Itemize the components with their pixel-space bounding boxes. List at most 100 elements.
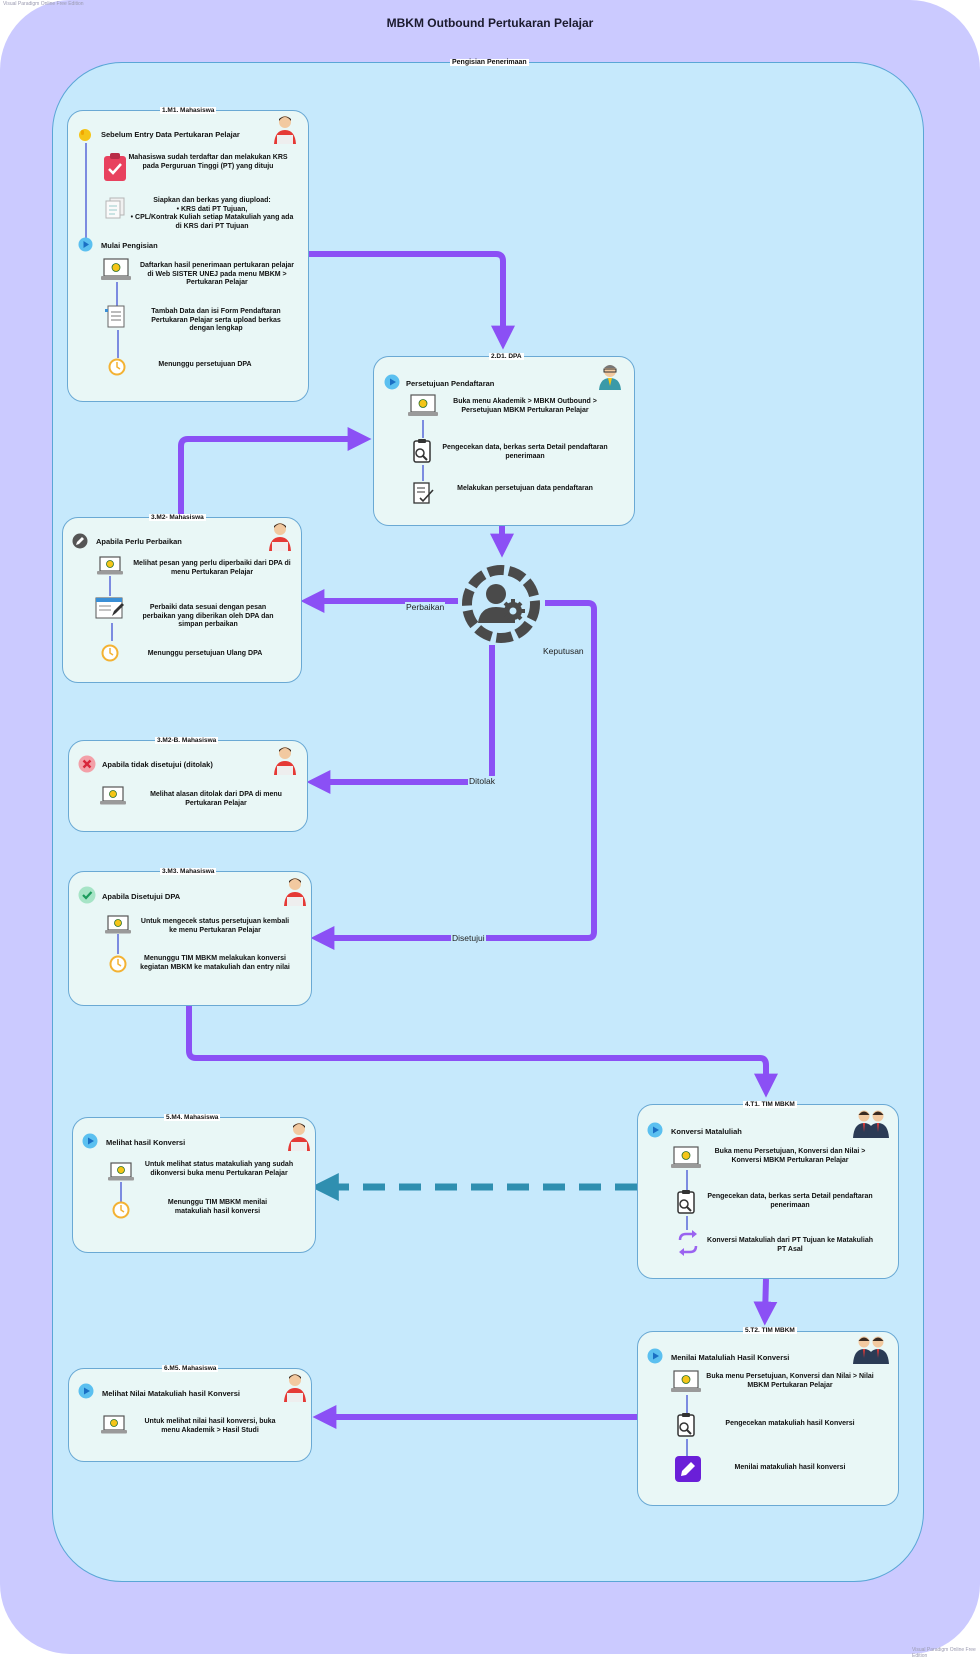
box-m2-text-waiting-reapproval: Menunggu persetujuan Ulang DPA	[147, 650, 263, 657]
laptop-web-icon	[97, 556, 123, 575]
student-avatar-icon	[269, 523, 291, 551]
box-m3-header: Apabila Disetujui DPA	[102, 892, 181, 901]
box-m2-text-see-message: Melihat pesan yang perlu diperbaiki dari…	[133, 560, 291, 576]
student-avatar-icon	[288, 1123, 310, 1151]
laptop-web-icon	[101, 258, 131, 280]
edge-label-ditolak: Ditolak	[468, 776, 496, 786]
box-t2-text-open-menu: Buka menu Persetujuan, Konversi dan Nila…	[706, 1373, 874, 1389]
box-m4-connector-line-1	[120, 1182, 122, 1202]
box-m1-text-prepare-line3: • CPL/Kontrak Kuliah setiap Matakuliah y…	[130, 214, 294, 230]
student-avatar-icon	[284, 1374, 306, 1402]
play-icon	[82, 1133, 98, 1149]
box-m2-label: 3.M2- Mahasiswa	[149, 514, 206, 521]
box-m1-text-prepare-line1: Siapkan dan berkas yang diupload:	[153, 197, 271, 204]
box-t1-connector-line-2	[686, 1216, 688, 1230]
box-m1-connector-line-3	[117, 330, 119, 358]
edge-label-keputusan: Keputusan	[542, 646, 585, 656]
box-m1-connector-line-2	[116, 282, 118, 306]
box-m4-label: 5.M4. Mahasiswa	[164, 1114, 221, 1121]
box-m2b-label: 3.M2-B. Mahasiswa	[155, 737, 219, 744]
arrow-box1-to-box2	[308, 251, 515, 350]
box-m3-disetujui	[68, 871, 312, 1006]
box-t2-text-check-courses: Pengecekan matakuliah hasil Konversi	[725, 1420, 855, 1427]
box-m1-text-waiting-dpa: Menunggu persetujuan DPA	[158, 361, 252, 368]
team-avatar-icon	[853, 1336, 889, 1364]
lecturer-avatar-icon	[599, 365, 621, 390]
box-t1-connector-line-1	[686, 1170, 688, 1190]
box-t2-label: 5.T2. TIM MBKM	[743, 1327, 797, 1334]
box-t2-header: Menilai Mataluliah Hasil Konversi	[671, 1353, 790, 1362]
box-m1-header-before-entry: Sebelum Entry Data Pertukaran Pelajar	[101, 130, 240, 139]
clock-icon	[109, 955, 127, 973]
check-icon	[78, 886, 96, 904]
edge-label-perbaikan: Perbaikan	[405, 602, 446, 612]
box-m4-text-waiting-grade: Menunggu TIM MBKM menilai matakuliah has…	[167, 1199, 268, 1215]
watermark-top: Visual Paradigm Online Free Edition	[3, 1, 84, 7]
clipboard-search-icon	[677, 1190, 695, 1214]
student-avatar-icon	[274, 747, 296, 775]
box-m4-header: Melihat hasil Konversi	[106, 1138, 186, 1147]
arrow-ditolak	[306, 645, 495, 794]
box-m1-label: 1.M1. Mahasiswa	[160, 107, 217, 114]
clock-icon	[101, 644, 119, 662]
decision-user-gear-icon	[462, 565, 540, 643]
box-m2-text-fix-data: Perbaiki data sesuai dengan pesan perbai…	[142, 604, 274, 628]
box-m4-text-see-status: Untuk melihat status matakuliah yang sud…	[144, 1161, 294, 1177]
box-m1-text-prepare-line2: • KRS dati PT Tujuan,	[176, 205, 248, 213]
close-x-icon	[78, 755, 96, 773]
clipboard-search-icon	[413, 439, 431, 463]
box-m3-text-check-status: Untuk mengecek status persetujuan kembal…	[140, 918, 290, 934]
clock-icon	[112, 1201, 130, 1219]
box-t1-header: Konversi Mataluliah	[671, 1127, 742, 1136]
documents-icon	[105, 197, 125, 219]
student-avatar-icon	[274, 116, 296, 144]
convert-arrows-icon	[678, 1230, 698, 1256]
box-d1-connector-line-1	[422, 420, 424, 438]
swimlane-label: Pengisian Penerimaan	[450, 59, 529, 66]
box-m2-connector-line-1	[109, 576, 111, 596]
box-d1-label: 2.D1. DPA	[489, 353, 524, 360]
laptop-web-icon	[671, 1370, 701, 1392]
box-d1-text-approve: Melakukan persetujuan data pendaftaran	[457, 485, 593, 492]
box-t1-text-check-data: Pengecekan data, berkas serta Detail pen…	[707, 1193, 873, 1209]
box-d1-connector-line-2	[422, 465, 424, 481]
box-m2b-header: Apabila tidak disetujui (ditolak)	[102, 760, 213, 769]
box-m2-connector-line-2	[111, 623, 113, 641]
box-m1-text-prepare: Siapkan dan berkas yang diupload: • KRS …	[128, 197, 296, 231]
box-m1-header-start: Mulai Pengisian	[101, 241, 158, 250]
box-m5-text-see-grade: Untuk melihat nilai hasil konversi, buka…	[144, 1418, 276, 1434]
form-document-icon	[105, 305, 125, 328]
clock-icon	[108, 358, 126, 376]
box-m5-header: Melihat Nilai Matakuliah hasil Konversi	[102, 1389, 240, 1398]
arrow-box3-to-box2	[178, 427, 372, 516]
student-avatar-icon	[284, 878, 306, 906]
box-t1-text-convert: Konversi Matakuliah dari PT Tujuan ke Ma…	[707, 1237, 873, 1253]
play-icon	[647, 1122, 663, 1138]
clipboard-check-icon	[104, 153, 126, 181]
play-icon	[647, 1348, 663, 1364]
box-m5-label: 6.M5. Mahasiswa	[162, 1365, 219, 1372]
box-t2-connector-line-1	[686, 1395, 688, 1413]
box-m3-connector-line-1	[117, 934, 119, 954]
box-d1-text-open-menu: Buka menu Akademik > MBKM Outbound > Per…	[453, 398, 597, 414]
arrow-keputusan-disetujui	[310, 600, 597, 950]
play-icon	[78, 237, 93, 252]
box-m2b-ditolak	[68, 740, 308, 832]
edge-label-disetujui: Disetujui	[451, 933, 486, 943]
laptop-web-icon	[101, 1415, 127, 1434]
box-t2-connector-line-2	[686, 1439, 688, 1457]
box-t2-text-grade: Menilai matakuliah hasil konversi	[734, 1464, 846, 1471]
laptop-web-icon	[408, 394, 438, 416]
arrow-box5-to-box6	[186, 1006, 778, 1098]
box-m4-mahasiswa	[72, 1117, 316, 1253]
box-m1-text-register-web: Daftarkan hasil penerimaan pertukaran pe…	[139, 262, 295, 286]
team-avatar-icon	[853, 1110, 889, 1138]
box-m3-text-waiting-tim: Menunggu TIM MBKM melakukan konversi keg…	[140, 955, 290, 971]
edit-document-icon	[95, 597, 124, 619]
box-t1-label: 4.T1. TIM MBKM	[743, 1101, 797, 1108]
box-t1-text-open-menu: Buka menu Persetujuan, Konversi dan Nila…	[714, 1148, 866, 1164]
box-m2b-text-see-reason: Melihat alasan ditolak dari DPA di menu …	[150, 791, 282, 807]
laptop-web-icon	[105, 915, 131, 934]
box-m2-header: Apabila Perlu Perbaikan	[96, 537, 182, 546]
